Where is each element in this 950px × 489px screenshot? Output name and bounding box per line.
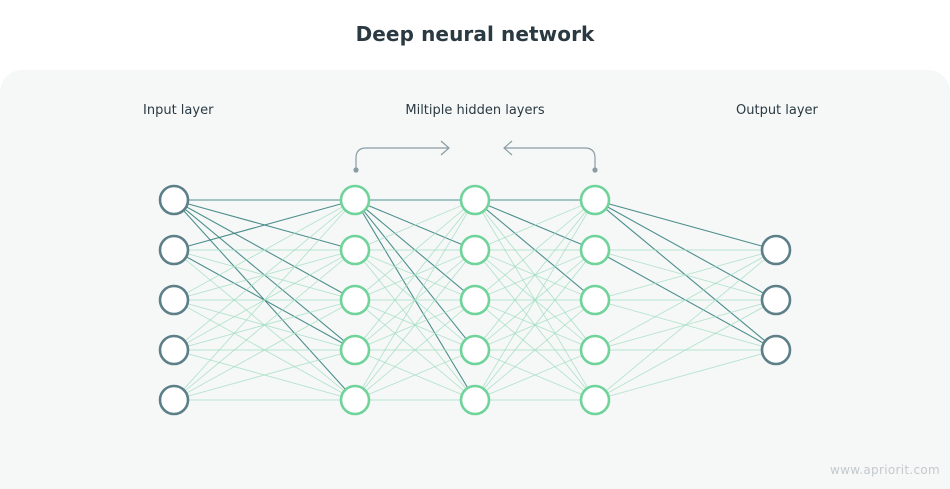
connection-line <box>607 256 764 344</box>
diagram-panel <box>0 70 950 489</box>
hidden-neuron <box>579 334 611 366</box>
hidden-neuron <box>579 384 611 416</box>
connection-line <box>367 354 463 396</box>
connection-line <box>608 203 763 247</box>
hidden-neuron <box>459 384 491 416</box>
connection-line <box>187 203 342 247</box>
hidden-neuron <box>339 334 371 366</box>
input-layer-label: Input layer <box>143 103 214 118</box>
hidden-neuron <box>339 234 371 266</box>
bracket-right-arm <box>505 147 596 168</box>
connection-line <box>483 210 587 340</box>
connection-line <box>608 353 763 397</box>
hidden-neuron <box>339 284 371 316</box>
input-neuron <box>158 384 190 416</box>
diagram-title: Deep neural network <box>355 22 595 46</box>
input-neuron <box>158 234 190 266</box>
hidden-neuron <box>579 284 611 316</box>
hidden-neuron <box>579 184 611 216</box>
connection-line <box>487 204 583 246</box>
bracket-left-arm <box>355 147 448 168</box>
hidden-neuron <box>579 234 611 266</box>
bracket-right-dot <box>592 167 598 173</box>
connection-line <box>483 260 587 390</box>
connection-line <box>186 206 343 294</box>
hidden-neuron <box>339 384 371 416</box>
output-layer-label: Output layer <box>736 103 818 118</box>
connection-line <box>485 208 585 292</box>
hidden-neuron <box>459 284 491 316</box>
hidden-layers-label: Miltiple hidden layers <box>405 103 545 118</box>
connection-line <box>607 306 764 394</box>
input-neuron <box>158 334 190 366</box>
connection-line <box>365 208 465 292</box>
input-neuron <box>158 184 190 216</box>
connection-lines <box>182 199 766 401</box>
hidden-layers-bracket <box>353 140 598 173</box>
bracket-left-break <box>440 140 450 156</box>
connection-line <box>187 353 342 397</box>
connection-line <box>365 308 465 392</box>
connection-line <box>184 258 345 392</box>
neurons <box>158 184 792 416</box>
connection-line <box>184 208 345 342</box>
output-neuron <box>760 284 792 316</box>
connection-line <box>487 354 583 396</box>
connection-line <box>367 204 463 246</box>
hidden-neuron <box>459 334 491 366</box>
connection-line <box>485 308 585 392</box>
input-neuron <box>158 284 190 316</box>
connection-line <box>183 210 346 390</box>
connection-line <box>361 211 469 389</box>
hidden-neuron <box>459 184 491 216</box>
connection-line <box>363 210 467 340</box>
output-neuron <box>760 334 792 366</box>
connection-line <box>605 258 766 392</box>
connection-line <box>481 211 589 389</box>
bracket-right-break <box>503 140 513 156</box>
watermark: www.apriorit.com <box>830 463 940 477</box>
bracket-left-dot <box>353 167 359 173</box>
output-neuron <box>760 234 792 266</box>
hidden-neuron <box>459 234 491 266</box>
connection-line <box>363 260 467 390</box>
connection-line <box>186 306 343 394</box>
connection-line <box>608 253 763 297</box>
hidden-neuron <box>339 184 371 216</box>
